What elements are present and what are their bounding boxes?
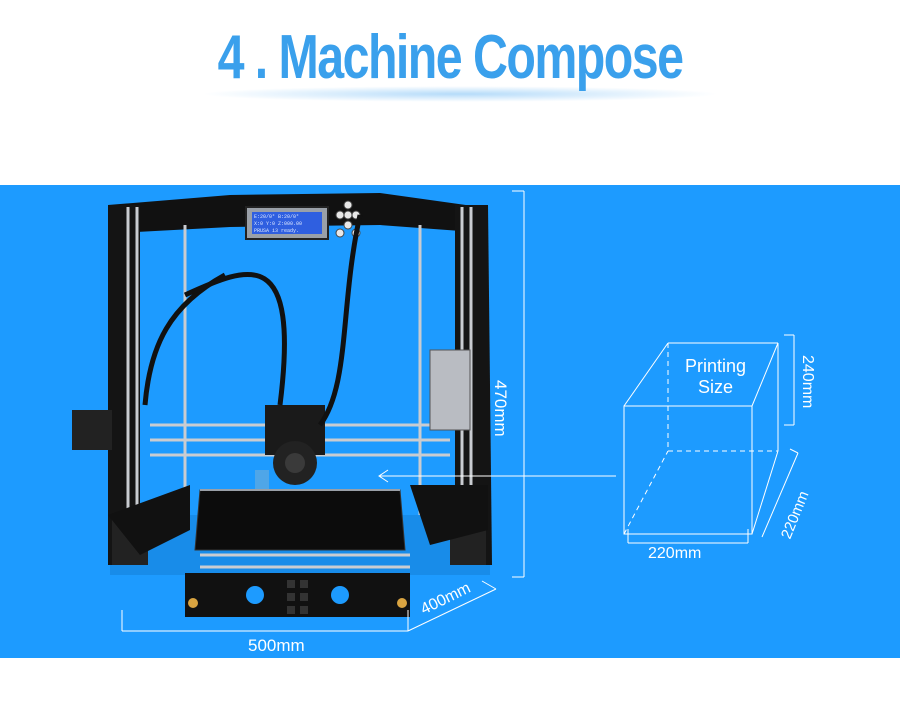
svg-text:X:0 Y:0 Z:000.00: X:0 Y:0 Z:000.00 <box>254 221 302 227</box>
print-volume-cube <box>623 334 799 544</box>
print-volume-width-label: 220mm <box>648 545 702 562</box>
printer-illustration: E:20/0° B:20/0° X:0 Y:0 Z:000.00 PRUSA i… <box>72 190 799 632</box>
title-glow <box>200 86 720 102</box>
svg-text:PRUSA i3 ready.: PRUSA i3 ready. <box>254 228 299 234</box>
page-title: 4 . Machine Compose <box>217 23 684 92</box>
print-volume-label: Printing Size <box>668 356 763 398</box>
product-panel: E:20/0° B:20/0° X:0 Y:0 Z:000.00 PRUSA i… <box>0 185 900 658</box>
printer-dimension-lines <box>121 190 616 632</box>
printer-width-label: 500mm <box>248 636 305 655</box>
printer-height-label: 470mm <box>491 380 510 437</box>
svg-text:E:20/0° B:20/0°: E:20/0° B:20/0° <box>254 214 299 220</box>
bottom-margin <box>0 658 900 726</box>
printer-image: E:20/0° B:20/0° X:0 Y:0 Z:000.00 PRUSA i… <box>72 193 492 617</box>
header: 4 . Machine Compose <box>0 0 900 185</box>
print-volume-label-line2: Size <box>697 377 733 397</box>
print-volume-label-line1: Printing <box>684 356 747 376</box>
print-volume-height-label: 240mm <box>799 355 816 409</box>
